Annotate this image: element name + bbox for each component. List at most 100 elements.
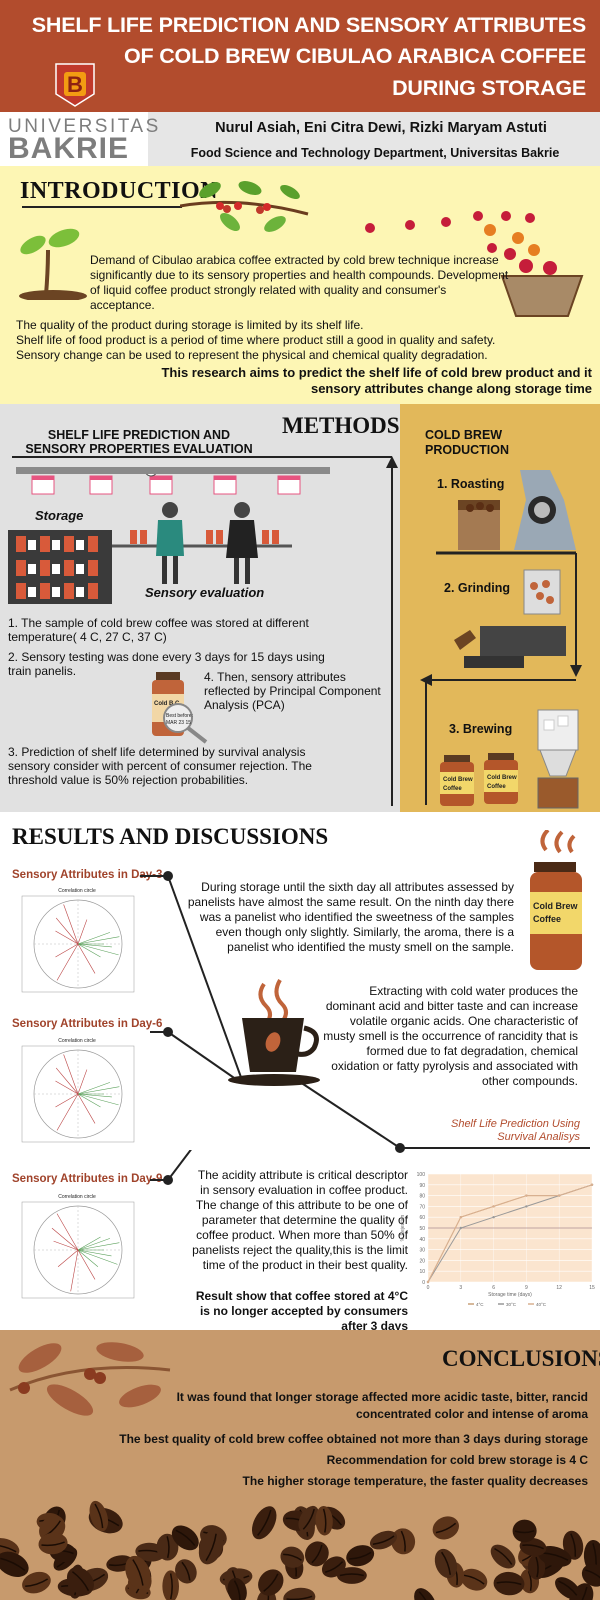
poster-title-line-2: OF COLD BREW CIBULAO ARABICA COFFEE bbox=[124, 44, 586, 68]
pca-day-3-chart: Correlation circle bbox=[21, 888, 135, 993]
author-bar bbox=[0, 112, 600, 166]
pca-vector bbox=[55, 943, 79, 958]
department: Food Science and Technology Department, … bbox=[190, 146, 560, 160]
authors: Nurul Asiah, Eni Citra Dewi, Rizki Marya… bbox=[215, 120, 547, 136]
pca-title: Correlation circle bbox=[58, 1194, 96, 1200]
coffee-cup-icon bbox=[228, 979, 320, 1086]
pca-vector bbox=[77, 1082, 111, 1095]
pca-vector bbox=[77, 943, 119, 956]
chart-y-tick: 30 bbox=[419, 1248, 425, 1254]
best-before-bottle-icon: Cold B C Best before: MAR 23 15 bbox=[152, 672, 208, 744]
svg-text:MAR 23 15: MAR 23 15 bbox=[166, 720, 191, 726]
chart-x-axis-label: Storage time (days) bbox=[488, 1292, 532, 1298]
pca-vector bbox=[77, 943, 112, 948]
chart-y-tick: 40 bbox=[419, 1237, 425, 1243]
pca-vector bbox=[55, 930, 79, 945]
day-9-label: Sensory Attributes in Day-9 bbox=[12, 1173, 163, 1185]
production-step-brewing: 3. Brewing bbox=[449, 722, 513, 736]
coffee-bean bbox=[89, 1500, 109, 1532]
chart-x-tick: 9 bbox=[525, 1285, 528, 1291]
pca-vector bbox=[56, 1093, 79, 1131]
results-text-4: Result show that coffee stored at 4°C is… bbox=[195, 1289, 408, 1333]
coffee-bean bbox=[198, 1529, 224, 1565]
svg-text:Cold B C: Cold B C bbox=[154, 701, 180, 707]
pca-vector bbox=[55, 917, 79, 945]
pca-vector bbox=[63, 1054, 79, 1095]
thermometer-tags-icon bbox=[31, 474, 301, 495]
pca-vector bbox=[77, 936, 120, 945]
coffee-bean bbox=[38, 1532, 68, 1555]
chart-y-tick: 10 bbox=[419, 1269, 425, 1275]
coffee-bean bbox=[227, 1577, 247, 1600]
chart-y-tick: 90 bbox=[419, 1183, 425, 1189]
chart-y-tick: 50 bbox=[419, 1226, 425, 1232]
chart-y-tick: 70 bbox=[419, 1204, 425, 1210]
chart-point bbox=[525, 1194, 528, 1197]
connector-lines bbox=[140, 871, 590, 1153]
svg-text:Coffee: Coffee bbox=[487, 784, 506, 790]
chart-point bbox=[426, 1280, 430, 1284]
pca-vector bbox=[63, 904, 79, 945]
coffee-bean bbox=[581, 1563, 600, 1587]
pca-vector bbox=[77, 1242, 120, 1251]
chart-x-tick: 3 bbox=[459, 1285, 462, 1291]
chart-point bbox=[525, 1205, 528, 1208]
pca-vector bbox=[77, 1249, 112, 1257]
coffee-bean bbox=[175, 1559, 197, 1584]
results-text-2: Extracting with cold water produces the … bbox=[323, 984, 578, 1088]
conclusion-3: Recommendation for cold brew storage is … bbox=[326, 1453, 588, 1467]
pca-day-9-chart: Correlation circle bbox=[21, 1194, 135, 1299]
coffee-bean bbox=[490, 1544, 516, 1569]
pca-vector bbox=[77, 1069, 88, 1095]
svg-text:Best before:: Best before: bbox=[166, 713, 193, 719]
sensory-evaluation-label: Sensory evaluation bbox=[145, 585, 265, 600]
pca-vector bbox=[77, 1093, 112, 1098]
chart-legend-label: 4°C bbox=[476, 1302, 484, 1307]
chart-x-tick: 6 bbox=[492, 1285, 495, 1291]
coffee-bean bbox=[280, 1546, 305, 1568]
poster-title-line-3: DURING STORAGE bbox=[392, 76, 586, 100]
method-step-4: 4. Then, sensory attributes reflected by… bbox=[204, 670, 381, 712]
pca-title: Correlation circle bbox=[58, 888, 96, 894]
coffee-bean bbox=[391, 1528, 416, 1555]
pca-vector bbox=[55, 1093, 79, 1108]
conclusion-4: The higher storage temperature, the fast… bbox=[242, 1474, 588, 1488]
production-step-grinding: 2. Grinding bbox=[444, 581, 510, 595]
storage-label: Storage bbox=[35, 508, 84, 523]
chart-point bbox=[459, 1226, 462, 1230]
seedling-icon bbox=[19, 228, 87, 300]
day-6-label: Sensory Attributes in Day-6 bbox=[12, 1018, 163, 1030]
method-step-1: 1. The sample of cold brew coffee was st… bbox=[8, 616, 309, 644]
conclusion-2: The best quality of cold brew coffee obt… bbox=[119, 1432, 588, 1446]
poster-header bbox=[0, 0, 600, 112]
chart-x-tick: 0 bbox=[427, 1285, 430, 1291]
coffee-beans-decoration-icon bbox=[0, 1500, 600, 1600]
coffee-bean bbox=[162, 1570, 179, 1600]
coffee-bean bbox=[493, 1571, 525, 1596]
chart-y-axis-label: % Rejection bbox=[400, 1214, 406, 1241]
pca-vector bbox=[77, 1249, 99, 1267]
pca-vector bbox=[57, 1249, 79, 1267]
pca-vector bbox=[51, 1227, 79, 1251]
introduction-title: Introduction bbox=[20, 178, 219, 204]
results-text-3: The acidity attribute is critical descri… bbox=[192, 1168, 408, 1272]
chart-y-tick: 60 bbox=[419, 1215, 425, 1221]
university-name-bottom: BAKRIE bbox=[8, 132, 130, 165]
coffee-bean bbox=[346, 1545, 375, 1567]
university-name-top: UNIVERSITAS bbox=[8, 116, 161, 137]
svg-text:Coffee: Coffee bbox=[443, 786, 462, 792]
pca-vector bbox=[77, 919, 88, 945]
svg-text:B: B bbox=[67, 72, 83, 97]
research-aim: This research aims to predict the shelf … bbox=[161, 365, 592, 396]
university-logo-icon: B bbox=[55, 63, 95, 107]
introduction-paragraph-1: Demand of Cibulao arabica coffee extract… bbox=[90, 253, 509, 312]
coffee-bean bbox=[460, 1568, 488, 1591]
pca-vector bbox=[77, 1093, 101, 1108]
coffee-plant-decoration-icon bbox=[9, 1342, 171, 1416]
pca-vector bbox=[56, 1213, 79, 1251]
methods-underline bbox=[12, 456, 392, 458]
sensory-panel-icon bbox=[112, 502, 292, 584]
chart-legend-label: 40°C bbox=[536, 1302, 547, 1307]
pca-vector bbox=[77, 932, 111, 945]
coffee-bean bbox=[519, 1537, 547, 1557]
